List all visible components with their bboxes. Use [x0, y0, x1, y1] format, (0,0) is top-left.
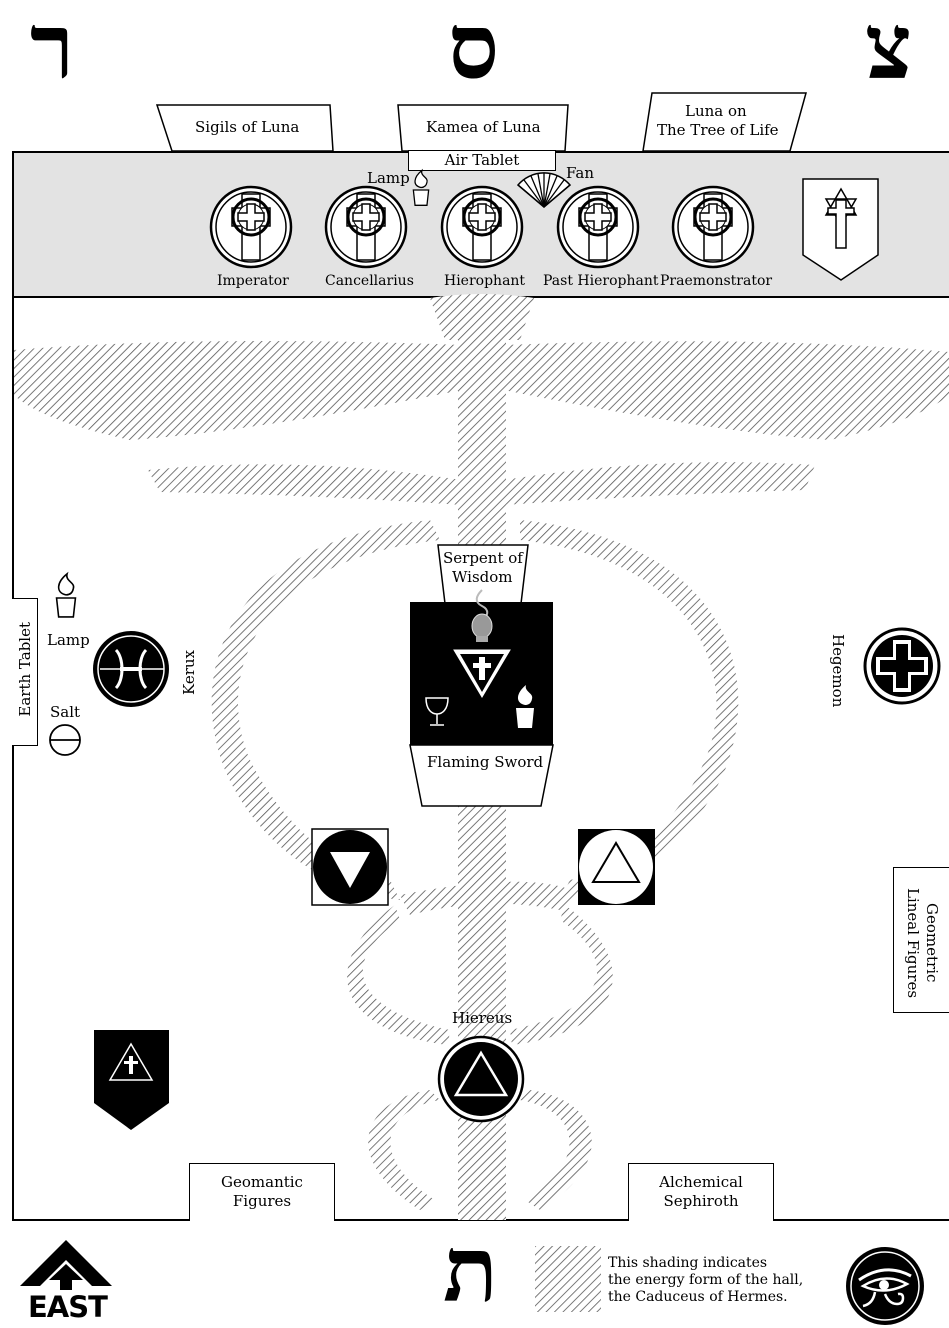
hiereus-label: Hiereus	[452, 1009, 512, 1027]
alchemical-sephiroth-plaque: Alchemical Sephiroth	[628, 1163, 774, 1221]
legend-line2: the energy form of the hall,	[608, 1272, 803, 1289]
hiereus-triangle-icon	[439, 1037, 523, 1121]
alchemical-label-line2: Sephiroth	[629, 1192, 773, 1211]
geomantic-figures-plaque: Geomantic Figures	[189, 1163, 335, 1221]
alchemical-label-line1: Alchemical	[629, 1173, 773, 1192]
legend-text: This shading indicates the energy form o…	[608, 1255, 803, 1306]
eye-of-horus-icon	[845, 1246, 925, 1326]
geomantic-label-line1: Geomantic	[190, 1173, 334, 1192]
legend-swatch	[535, 1246, 601, 1312]
legend-line1: This shading indicates	[608, 1255, 803, 1272]
legend-line3: the Caduceus of Hermes.	[608, 1289, 803, 1306]
east-label: EAST	[28, 1290, 107, 1324]
geomantic-label-line2: Figures	[190, 1192, 334, 1211]
